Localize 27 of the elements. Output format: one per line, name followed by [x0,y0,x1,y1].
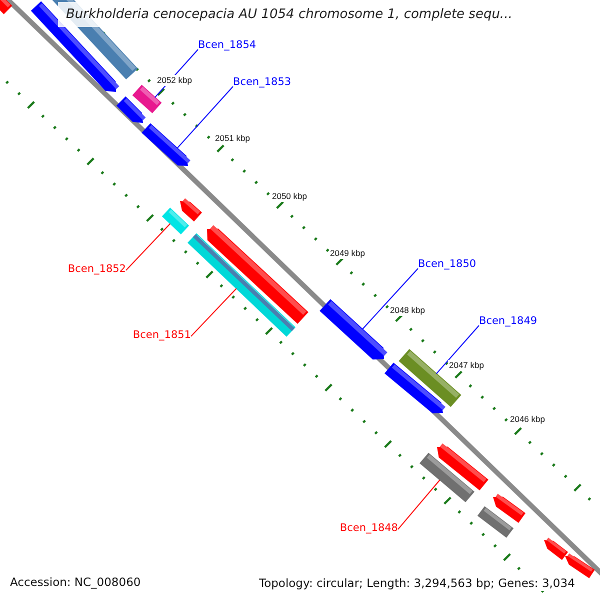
gene-label: Bcen_1853 [233,77,292,88]
leader-line [398,480,440,530]
tick-label: 2052 kbp [156,75,193,86]
gene-feature [142,123,190,166]
leader-line [176,86,234,149]
gene-label: Bcen_1848 [340,523,398,534]
gene-feature [162,208,190,234]
genome-info-text: Topology: circular; Length: 3,294,563 bp; Genes: 3,034 [258,577,576,590]
leader-line [190,288,237,337]
tick-label: 2046 kbp [509,414,546,424]
gene-feature [132,84,162,114]
gene-feature [320,299,388,360]
tick-label: 2050 kbp [271,191,308,202]
gene-label: Bcen_1852 [68,264,126,274]
tick-label: 2047 kbp [448,360,485,370]
gene-label: Bcen_1850 [418,259,476,270]
tick-label: 2051 kbp [214,133,251,144]
accession-text: Accession: NC_008060 [9,576,142,590]
tick-label: 2049 kbp [329,248,366,258]
leader-line [126,223,171,271]
gene-label: Bcen_1849 [479,316,538,326]
gene-label: Bcen_1851 [132,330,191,340]
gene-label: Bcen_1854 [198,40,256,50]
tick-label: 2048 kbp [389,305,426,316]
gene-feature [420,452,474,502]
leader-line [436,325,480,374]
leader-line [362,268,418,330]
